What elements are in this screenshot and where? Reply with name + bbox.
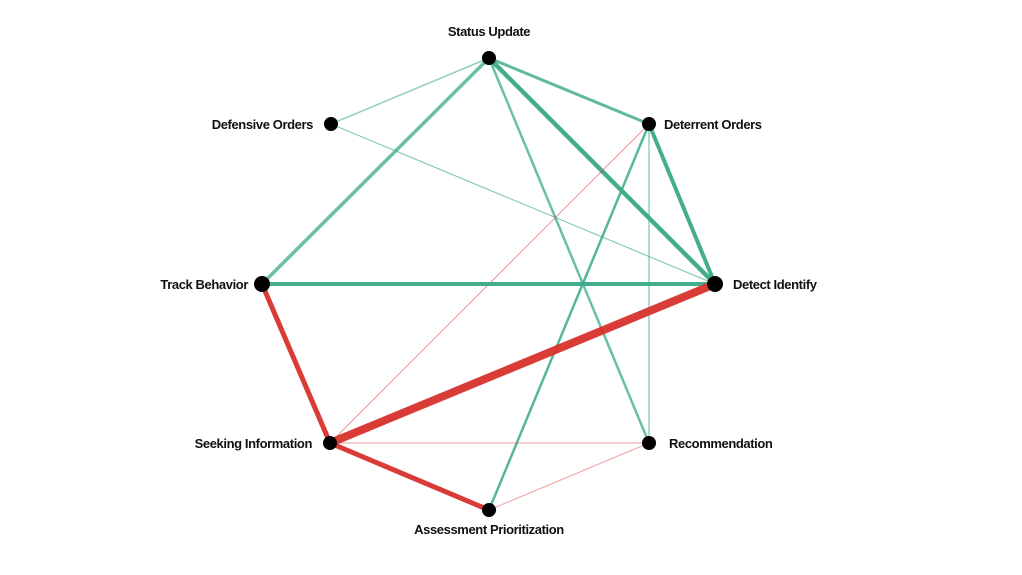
node-label-status: Status Update [448,24,530,39]
node-track [254,276,270,292]
node-assess [482,503,496,517]
node-label-seeking: Seeking Information [195,436,313,451]
node-label-track: Track Behavior [160,277,248,292]
edge-assess-recommend [488,442,650,511]
edge-track-seeking [259,283,333,444]
node-seeking [323,436,337,450]
node-status [482,51,496,65]
edge-status-deterrent [488,56,650,126]
node-detect [707,276,723,292]
edge-status-defensive [330,57,490,125]
node-label-recommend: Recommendation [669,436,773,451]
node-label-assess: Assessment Prioritization [414,522,564,537]
edge-seeking-detect [328,280,717,447]
edge-seeking-assess [329,440,490,513]
node-label-detect: Detect Identify [733,277,818,292]
node-deterrent [642,117,656,131]
node-defensive [324,117,338,131]
edges-layer [259,56,717,513]
edge-deterrent-detect [647,123,717,285]
edge-deterrent-assess [487,123,651,511]
node-label-defensive: Defensive Orders [212,117,313,132]
edge-status-recommend [487,57,651,444]
node-recommend [642,436,656,450]
edge-status-track [260,56,491,286]
edge-defensive-detect [330,123,716,285]
node-label-deterrent: Deterrent Orders [664,117,762,132]
